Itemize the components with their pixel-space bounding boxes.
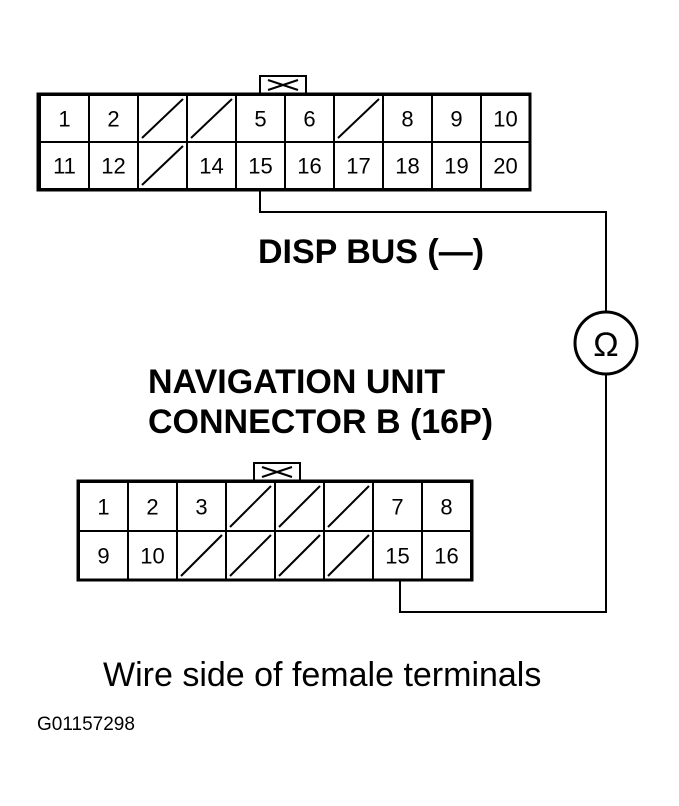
terminal-cell <box>480 141 531 190</box>
terminal-number: 15 <box>248 154 272 179</box>
unused-terminal-slash <box>141 145 184 186</box>
connector-b: 1 2 3 7 8 9 10 15 16 <box>76 462 474 582</box>
terminal-number: 16 <box>434 544 458 569</box>
terminal-number: 9 <box>450 107 462 132</box>
unused-terminal-slash <box>327 485 370 528</box>
wire-nav-connector <box>399 374 607 613</box>
terminal-number: 17 <box>346 154 370 179</box>
terminal-number: 8 <box>401 107 413 132</box>
terminal-number: 14 <box>199 154 223 179</box>
terminal-number: 9 <box>97 544 109 569</box>
connector-latch-icon <box>259 75 307 95</box>
unused-terminal-slash <box>141 98 184 139</box>
terminal-number: 2 <box>107 107 119 132</box>
unused-terminal-slash <box>229 534 272 577</box>
figure-code: G01157298 <box>37 714 135 735</box>
terminal-number: 8 <box>440 495 452 520</box>
nav-unit-title: NAVIGATION UNIT <box>148 363 445 401</box>
terminal-number: 18 <box>395 154 419 179</box>
ohmmeter-icon: Ω <box>573 310 639 376</box>
disp-bus-label: DISP BUS (—) <box>258 233 484 271</box>
terminal-number: 10 <box>493 107 517 132</box>
terminal-number: 6 <box>303 107 315 132</box>
wire-disp-bus <box>259 190 607 312</box>
connector-b-title: CONNECTOR B (16P) <box>148 403 493 441</box>
unused-terminal-slash <box>180 534 223 577</box>
caption: Wire side of female terminals <box>103 656 541 694</box>
terminal-number: 3 <box>195 495 207 520</box>
terminal-number: 2 <box>146 495 158 520</box>
unused-terminal-slash <box>337 98 380 139</box>
terminal-number: 11 <box>53 154 76 179</box>
terminal-number: 15 <box>385 544 409 569</box>
terminal-cell <box>421 530 472 581</box>
terminal-number: 16 <box>297 154 321 179</box>
terminal-number: 12 <box>101 154 125 179</box>
terminal-number: 7 <box>391 495 403 520</box>
terminal-number: 10 <box>140 544 164 569</box>
connector-latch-icon <box>253 462 301 482</box>
terminal-number: 1 <box>97 495 109 520</box>
unused-terminal-slash <box>278 485 321 528</box>
terminal-number: 5 <box>254 107 266 132</box>
unused-terminal-slash <box>278 534 321 577</box>
terminal-number: 1 <box>58 107 70 132</box>
terminal-number: 20 <box>493 154 517 179</box>
ohmmeter-symbol: Ω <box>593 326 618 364</box>
unused-terminal-slash <box>327 534 370 577</box>
unused-terminal-slash <box>190 98 233 139</box>
terminal-number: 19 <box>444 154 468 179</box>
unused-terminal-slash <box>229 485 272 528</box>
